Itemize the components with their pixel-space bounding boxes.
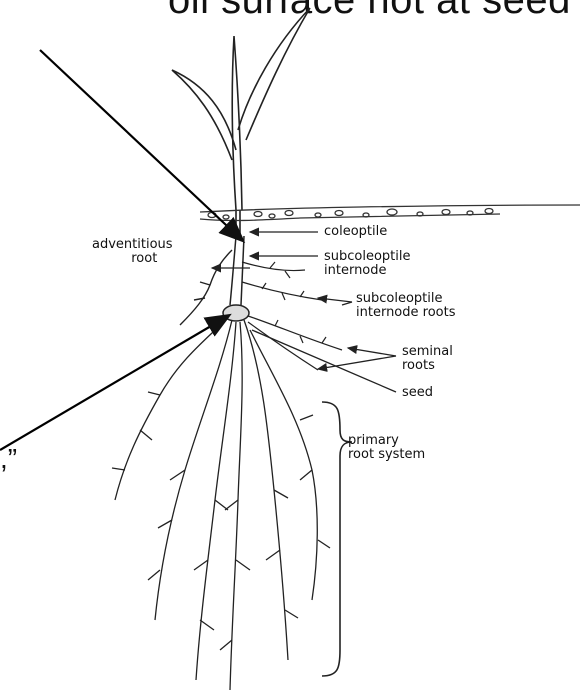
label-adventitious-root-line2: root: [92, 252, 173, 266]
label-subcoleoptile-roots-line2: internode roots: [356, 306, 455, 320]
label-subcoleoptile-roots-line1: subcoleoptile: [356, 292, 455, 306]
seminal-roots-leader-1: [348, 348, 396, 356]
label-adventitious-root-line1: adventitious: [92, 238, 173, 252]
label-coleoptile: coleoptile: [324, 225, 387, 239]
seminal-roots-right: [248, 316, 342, 370]
soil-surface: [200, 205, 580, 221]
label-subcoleoptile-internode: subcoleoptile internode: [324, 250, 411, 278]
label-seminal-roots-line1: seminal: [402, 345, 453, 359]
label-subcoleoptile-internode-line1: subcoleoptile: [324, 250, 411, 264]
shoot-leaves: [172, 8, 310, 236]
label-primary-root-system: primary root system: [348, 434, 425, 462]
label-primary-root-system-line2: root system: [348, 448, 425, 462]
primary-root-system: [112, 318, 330, 690]
pointer-arrow-stem: [40, 50, 242, 240]
label-seminal-roots-line2: roots: [402, 359, 453, 373]
subcoleoptile-internode: [230, 236, 244, 305]
label-seed: seed: [402, 386, 433, 400]
label-adventitious-root: adventitious root: [92, 238, 173, 266]
seminal-roots-leader-2: [318, 356, 396, 369]
subcoleoptile-roots-leader-2: [342, 302, 352, 305]
label-subcoleoptile-internode-roots: subcoleoptile internode roots: [356, 292, 455, 320]
pointer-arrow-seed: [0, 316, 228, 450]
label-seminal-roots: seminal roots: [402, 345, 453, 373]
subcoleoptile-internode-roots: [242, 262, 322, 300]
subcoleoptile-roots-leader-1: [318, 298, 352, 302]
label-subcoleoptile-internode-line2: internode: [324, 264, 411, 278]
label-primary-root-system-line1: primary: [348, 434, 425, 448]
